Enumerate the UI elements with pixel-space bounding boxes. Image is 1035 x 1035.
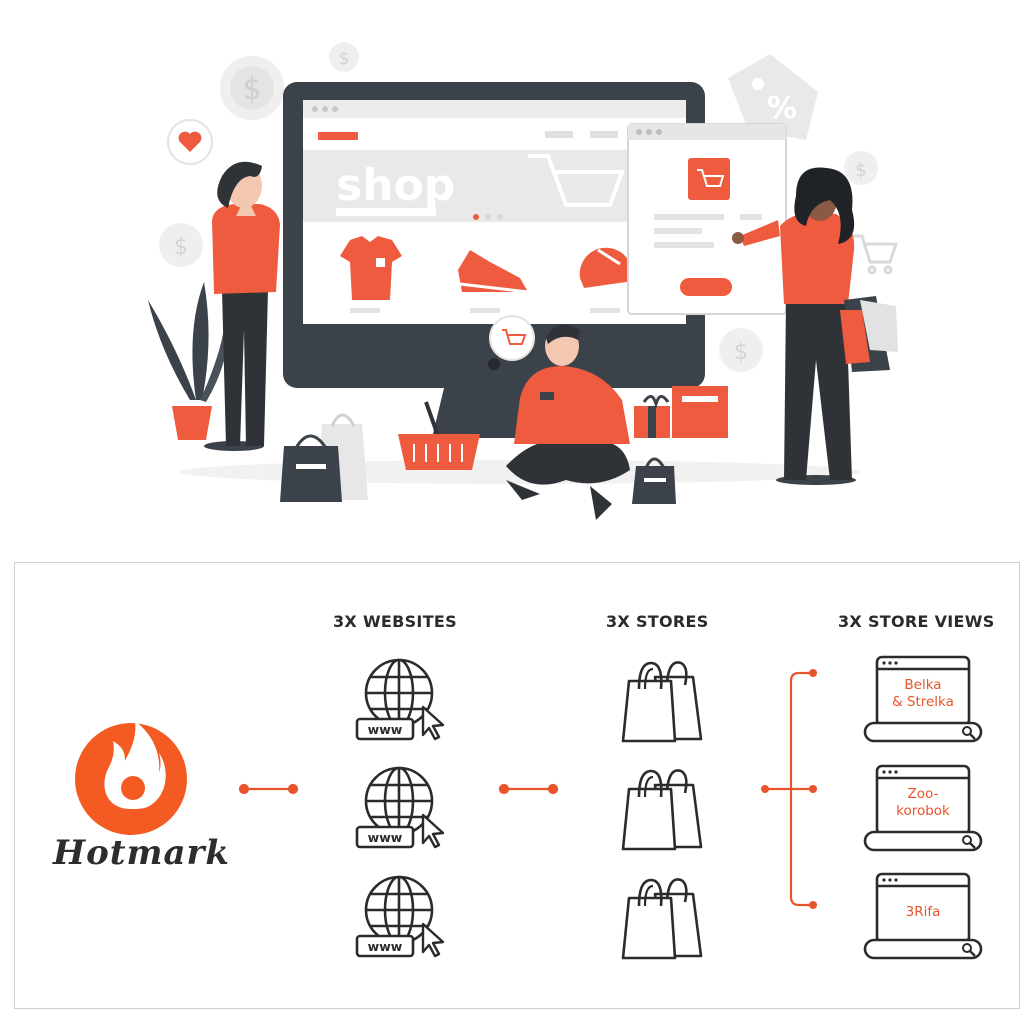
monitor: shop (283, 82, 705, 438)
tshirt-icon (340, 236, 402, 300)
svg-text:$: $ (339, 49, 350, 69)
store-view-label-belka-strelka: Belka & Strelka (892, 677, 954, 710)
globe-www-icon (355, 766, 445, 849)
ecommerce-illustration: $ $ $ $ $ % shop (148, 42, 899, 520)
column-title-store-views: 3X STORE VIEWS (838, 612, 995, 631)
column-title-websites: 3X WEBSITES (333, 612, 457, 631)
globe-www-icon (355, 875, 445, 958)
svg-text:$: $ (174, 235, 188, 260)
dollar-coin-icon: $ (159, 223, 203, 267)
connector-websites-stores (498, 783, 559, 795)
shopping-bag-icon (280, 434, 342, 502)
dollar-coin-icon: $ (329, 42, 359, 72)
shopping-bag-icon (632, 457, 676, 504)
gift-icon (634, 395, 670, 438)
svg-text:$: $ (242, 72, 261, 107)
globe-www-icon (355, 658, 445, 741)
shopping-bags-icon (621, 661, 703, 743)
hotmark-logo-icon (75, 721, 187, 835)
person-woman-pointing (732, 167, 898, 485)
store-view-label-3rifa: 3Rifa (905, 904, 941, 920)
person-man-sitting (489, 315, 630, 520)
shopping-bags-icon (621, 878, 703, 960)
cart-icon (850, 234, 899, 275)
connector-logo-websites (238, 783, 299, 795)
svg-text:$: $ (734, 340, 748, 365)
sneaker-icon (458, 250, 529, 294)
product-popup (627, 123, 787, 315)
person-woman-surprised (204, 161, 280, 451)
percent-tag-icon: % (728, 54, 818, 140)
plant (148, 282, 229, 440)
column-title-stores: 3X STORES (606, 612, 709, 631)
dollar-coin-icon: $ (719, 328, 763, 372)
store-view-label-zoo-korobok: Zoo- korobok (896, 786, 950, 819)
heart-icon (167, 119, 213, 165)
brand-name: Hotmark (53, 833, 230, 873)
shopping-bags-icon (621, 769, 703, 851)
store-structure-diagram: www (14, 562, 1020, 1009)
basket-icon (398, 401, 480, 470)
gift-icon (672, 386, 728, 438)
cap-icon (579, 247, 640, 288)
shop-banner-text: shop (336, 160, 455, 211)
dollar-coin-icon: $ (844, 151, 878, 185)
diagram-graphics: www (75, 655, 983, 960)
dollar-coin-icon: $ (220, 56, 284, 120)
svg-text:$: $ (855, 160, 866, 181)
svg-text:%: % (767, 91, 797, 126)
connector-stores-views (761, 669, 817, 909)
